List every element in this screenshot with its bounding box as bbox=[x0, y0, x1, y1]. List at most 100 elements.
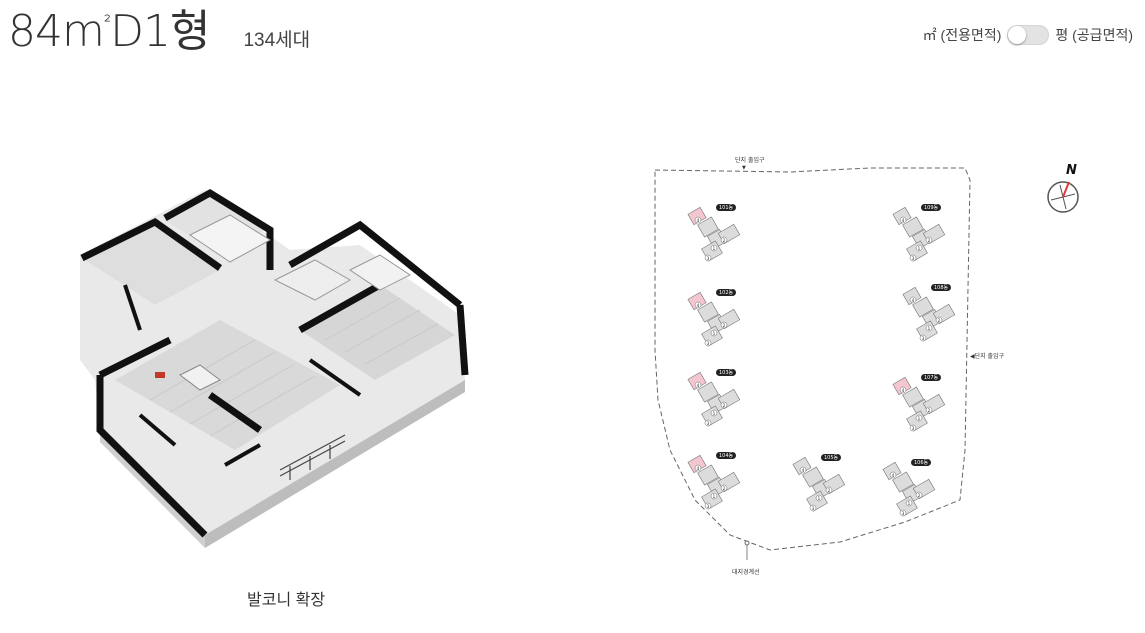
unit-number: 1 bbox=[918, 246, 921, 252]
page-title: 84m²D1형 bbox=[8, 10, 210, 54]
site-plan-map: 단지 출입구 ▼ ◀단지 출입구 대지경계선 1234101동1234102동1… bbox=[654, 156, 1005, 576]
building-badge bbox=[931, 284, 951, 291]
unit-marker bbox=[720, 236, 728, 244]
building-block bbox=[802, 466, 824, 488]
unit-marker bbox=[915, 491, 923, 499]
unit-marker bbox=[694, 381, 702, 389]
building-badge bbox=[716, 452, 736, 459]
unit-number: 3 bbox=[707, 341, 710, 347]
unit-number: 2 bbox=[723, 403, 726, 409]
unit-number: 1 bbox=[713, 494, 716, 500]
area-unit-toggle[interactable]: ㎡ (전용면적) 평 (공급면적) bbox=[923, 25, 1133, 45]
unit-marker bbox=[815, 494, 823, 502]
title-area-unit: ² bbox=[103, 12, 111, 33]
unit-number: 2 bbox=[938, 318, 941, 324]
building-badge bbox=[716, 369, 736, 376]
building-group: 1234101동1234102동1234103동1234104동1234105동… bbox=[687, 204, 956, 517]
building-label: 101동 bbox=[719, 205, 734, 211]
unit-marker bbox=[704, 419, 712, 427]
building-block bbox=[912, 296, 934, 318]
unit-marker bbox=[925, 324, 933, 332]
unit-number: 4 bbox=[697, 218, 700, 224]
unit-marker bbox=[915, 244, 923, 252]
toggle-right-label: 평 (공급면적) bbox=[1055, 27, 1133, 43]
unit-number: 3 bbox=[707, 256, 710, 262]
unit-number: 4 bbox=[912, 298, 915, 304]
building-block bbox=[902, 386, 924, 408]
unit-marker bbox=[899, 509, 907, 517]
entrance-top-label: 단지 출입구 bbox=[735, 156, 765, 164]
building-label: 107동 bbox=[924, 375, 939, 381]
building-block bbox=[697, 381, 719, 403]
floorplan-3d-image bbox=[80, 188, 469, 548]
unit-number: 4 bbox=[902, 388, 905, 394]
unit-number: 4 bbox=[892, 473, 895, 479]
page-header: 84m²D1형 134세대 bbox=[8, 10, 310, 54]
unit-number: 1 bbox=[713, 411, 716, 417]
unit-number: 3 bbox=[902, 511, 905, 517]
unit-marker bbox=[720, 484, 728, 492]
building-label: 104동 bbox=[719, 453, 734, 459]
title-area: 84m bbox=[8, 6, 105, 57]
building-4: 1 2 3 4 104동 bbox=[687, 452, 741, 510]
unit-number: 1 bbox=[818, 496, 821, 502]
unit-marker bbox=[720, 321, 728, 329]
unit-number: 2 bbox=[928, 408, 931, 414]
unit-marker bbox=[720, 401, 728, 409]
unit-number: 1 bbox=[713, 331, 716, 337]
arrow-down-icon: ▼ bbox=[742, 165, 746, 171]
unit-marker bbox=[925, 236, 933, 244]
unit-marker bbox=[704, 339, 712, 347]
unit-number: 3 bbox=[912, 426, 915, 432]
unit-marker bbox=[694, 464, 702, 472]
building-badge bbox=[911, 459, 931, 466]
compass-north-label: N bbox=[1066, 163, 1077, 178]
unit-number: 4 bbox=[902, 218, 905, 224]
unit-number: 1 bbox=[713, 246, 716, 252]
unit-marker bbox=[710, 329, 718, 337]
unit-number: 2 bbox=[723, 486, 726, 492]
unit-marker bbox=[710, 244, 718, 252]
unit-number: 3 bbox=[812, 506, 815, 512]
unit-marker bbox=[825, 486, 833, 494]
unit-marker bbox=[909, 424, 917, 432]
unit-number: 4 bbox=[697, 383, 700, 389]
building-block bbox=[892, 471, 914, 493]
unit-number: 2 bbox=[828, 488, 831, 494]
unit-number: 4 bbox=[697, 466, 700, 472]
unit-marker bbox=[905, 499, 913, 507]
unit-switch[interactable] bbox=[1007, 25, 1050, 45]
unit-marker bbox=[935, 316, 943, 324]
unit-marker bbox=[899, 216, 907, 224]
unit-marker bbox=[919, 334, 927, 342]
building-label: 105동 bbox=[824, 455, 839, 461]
title-type: D1형 bbox=[110, 6, 210, 57]
building-label: 103동 bbox=[719, 370, 734, 376]
switch-knob bbox=[1008, 26, 1027, 44]
unit-marker bbox=[809, 504, 817, 512]
entrance-right-label: ◀단지 출입구 bbox=[970, 352, 1005, 360]
building-badge bbox=[716, 204, 736, 211]
unit-marker bbox=[925, 406, 933, 414]
building-badge bbox=[921, 374, 941, 381]
unit-marker bbox=[915, 414, 923, 422]
building-label: 109동 bbox=[924, 205, 939, 211]
unit-marker bbox=[909, 254, 917, 262]
building-label: 102동 bbox=[719, 290, 734, 296]
unit-number: 2 bbox=[918, 493, 921, 499]
unit-marker bbox=[909, 296, 917, 304]
unit-marker bbox=[704, 502, 712, 510]
building-block bbox=[697, 301, 719, 323]
unit-marker bbox=[694, 216, 702, 224]
unit-marker bbox=[710, 409, 718, 417]
unit-number: 3 bbox=[707, 504, 710, 510]
boundary-label: 대지경계선 bbox=[732, 568, 760, 576]
